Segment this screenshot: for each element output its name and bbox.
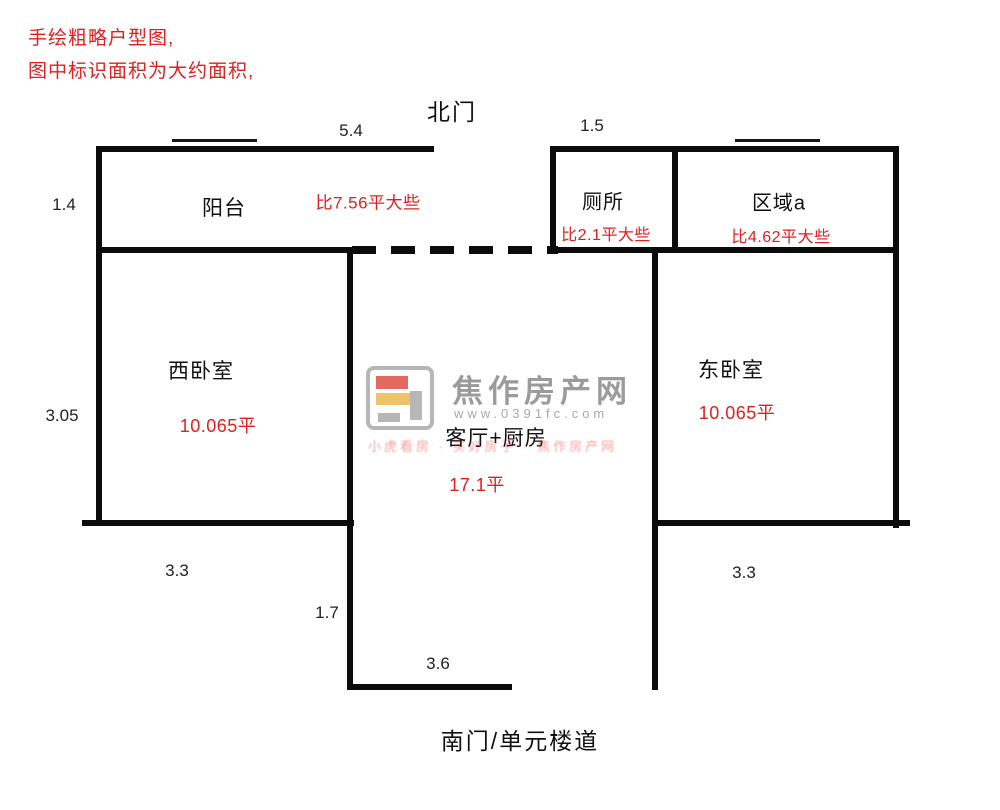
watermark-site-url: www.0391fc.com — [454, 406, 609, 421]
house-logo-icon — [366, 366, 434, 430]
wall-under-toilet-area-a — [556, 247, 898, 253]
plan-note-line2: 图中标识面积为大约面积, — [28, 61, 255, 82]
wall-right-outer — [893, 146, 899, 528]
watermark-tagline: 小虎看房 · 买好房子 · 焦作房产网 — [368, 439, 618, 454]
wall-west-bedroom-bottom — [82, 520, 354, 526]
logo-frame — [366, 366, 434, 430]
logo-gray-foot — [378, 413, 400, 422]
wall-toilet-right — [672, 146, 678, 253]
tick-above-area-a — [735, 139, 820, 142]
area-toilet: 比2.1平大些 — [561, 227, 651, 244]
wall-left-outer — [96, 146, 102, 526]
wall-balcony-bottom — [96, 247, 352, 253]
logo-red-stripe — [376, 376, 408, 389]
area-east-bedroom: 10.065平 — [698, 403, 776, 423]
dim-bottom-center: 3.6 — [426, 654, 450, 673]
wall-living-right — [652, 250, 658, 690]
tick-above-balcony — [172, 139, 257, 142]
area-west-bedroom: 10.065平 — [179, 416, 257, 436]
logo-gray-hook — [410, 391, 422, 420]
wall-toilet-left — [550, 146, 556, 253]
watermark: 焦作房产网 www.0391fc.com 小虎看房 · 买好房子 · 焦作房产网 — [366, 364, 666, 456]
wall-top-east — [552, 146, 898, 152]
area-area-a: 比4.62平大些 — [731, 229, 831, 246]
dim-bottom-west: 3.3 — [165, 561, 189, 580]
room-area-a-label: 区域a — [751, 192, 807, 215]
south-door-label: 南门/单元楼道 — [440, 728, 600, 754]
wall-south — [347, 684, 512, 690]
room-east-bedroom-label: 东卧室 — [698, 359, 764, 382]
wall-living-left — [347, 250, 353, 690]
dim-top-right: 1.5 — [580, 116, 604, 135]
room-living-kitchen-label: 客厅+厨房 — [445, 427, 547, 450]
wall-top-west — [96, 146, 434, 152]
room-toilet-label: 厕所 — [582, 191, 624, 214]
room-west-bedroom-label: 西卧室 — [168, 360, 234, 383]
watermark-site-name: 焦作房产网 — [452, 374, 632, 409]
plan-note-line1: 手绘粗略户型图, — [28, 28, 175, 49]
wall-east-bedroom-bottom — [652, 520, 910, 526]
area-balcony: 比7.56平大些 — [315, 193, 421, 213]
logo-yellow-stripe — [376, 393, 416, 405]
north-door-label: 北门 — [427, 99, 477, 125]
dim-bottom-step: 1.7 — [315, 603, 339, 622]
dim-left-lower: 3.05 — [45, 406, 79, 425]
dim-left-upper: 1.4 — [52, 195, 76, 214]
room-balcony-label: 阳台 — [202, 197, 246, 220]
area-living-kitchen: 17.1平 — [449, 475, 505, 495]
wall-dashed-balcony-opening — [352, 246, 558, 254]
dim-top-left: 5.4 — [339, 121, 363, 140]
dim-bottom-east: 3.3 — [732, 563, 756, 582]
plan-note: 手绘粗略户型图, 图中标识面积为大约面积, — [28, 22, 254, 88]
